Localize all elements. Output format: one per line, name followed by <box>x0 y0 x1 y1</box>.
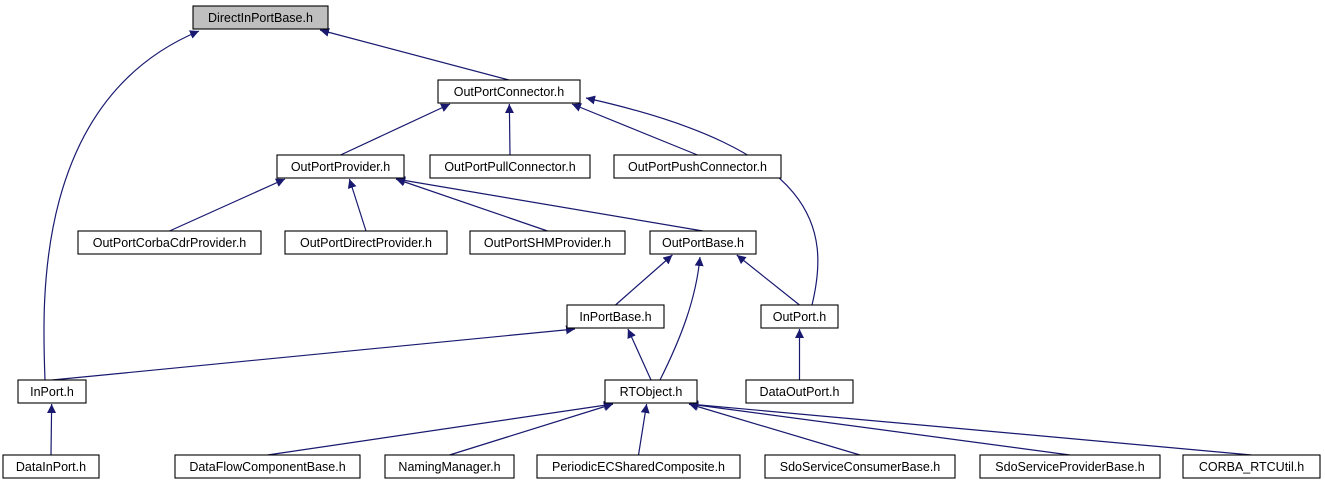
edge-in-port-base-to-out-port-base <box>615 254 673 306</box>
node-sdo-service-provider-base[interactable]: SdoServiceProviderBase.h <box>979 454 1161 479</box>
node-label: InPortBase.h <box>579 310 651 324</box>
edge-out-port-direct-provider-to-out-port-provider <box>347 178 367 232</box>
node-label: DataFlowComponentBase.h <box>189 460 345 474</box>
edge-out-port-base-to-out-port-provider <box>395 176 704 232</box>
node-box <box>1182 454 1321 479</box>
node-out-port-base[interactable]: OutPortBase.h <box>649 230 757 255</box>
edge-in-port-to-in-port-base <box>51 325 576 381</box>
edge-out-port-provider-to-out-port-connector <box>340 103 451 156</box>
node-label: PeriodicECSharedComposite.h <box>552 460 725 474</box>
edge-rt-object-to-in-port-base <box>627 328 652 381</box>
node-label: SdoServiceConsumerBase.h <box>780 460 941 474</box>
edge-out-port-push-connector-to-out-port-connector <box>571 103 698 156</box>
node-box <box>745 379 854 404</box>
node-naming-manager[interactable]: NamingManager.h <box>384 454 515 479</box>
node-rt-object[interactable]: RTObject.h <box>604 379 698 404</box>
node-label: OutPortBase.h <box>662 236 744 250</box>
node-out-port-pull-connector[interactable]: OutPortPullConnector.h <box>429 154 591 179</box>
edge-in-port-to-direct-in-port-base <box>43 30 200 381</box>
node-box <box>604 379 698 404</box>
node-box <box>469 230 626 255</box>
node-box <box>192 5 329 30</box>
edge-rt-object-to-out-port-base <box>659 256 704 381</box>
node-box <box>437 79 581 104</box>
edges-layer <box>43 27 1252 456</box>
edge-out-port-to-out-port-base <box>736 254 800 306</box>
node-box <box>760 304 839 329</box>
node-out-port-provider[interactable]: OutPortProvider.h <box>276 154 405 179</box>
node-sdo-service-consumer-base[interactable]: SdoServiceConsumerBase.h <box>764 454 956 479</box>
edge-corba-rtc-util-to-rt-object <box>688 400 1252 456</box>
node-label: InPort.h <box>30 385 74 399</box>
node-box <box>566 304 665 329</box>
node-box <box>536 454 741 479</box>
edge-sdo-service-provider-base-to-rt-object <box>688 400 1071 456</box>
node-out-port-push-connector[interactable]: OutPortPushConnector.h <box>613 154 782 179</box>
node-label: CORBA_RTCUtil.h <box>1199 460 1304 474</box>
node-label: DataOutPort.h <box>760 385 840 399</box>
node-box <box>276 154 405 179</box>
node-label: OutPortCorbaCdrProvider.h <box>93 236 247 250</box>
node-data-out-port[interactable]: DataOutPort.h <box>745 379 854 404</box>
node-box <box>17 379 87 404</box>
edge-data-in-port-to-in-port <box>47 403 57 456</box>
edge-out-port-connector-to-direct-in-port-base <box>319 27 510 81</box>
node-out-port-shm-provider[interactable]: OutPortSHMProvider.h <box>469 230 626 255</box>
node-box <box>613 154 782 179</box>
node-data-in-port[interactable]: DataInPort.h <box>2 454 100 479</box>
node-label: OutPortSHMProvider.h <box>484 236 611 250</box>
node-out-port-corba-cdr-provider[interactable]: OutPortCorbaCdrProvider.h <box>77 230 262 255</box>
edge-periodic-ec-shared-composite-to-rt-object <box>637 403 650 456</box>
edge-out-port-to-out-port-connector <box>585 95 819 306</box>
edge-naming-manager-to-rt-object <box>449 402 614 456</box>
node-corba-rtc-util[interactable]: CORBA_RTCUtil.h <box>1182 454 1321 479</box>
node-out-port[interactable]: OutPort.h <box>760 304 839 329</box>
node-out-port-direct-provider[interactable]: OutPortDirectProvider.h <box>284 230 448 255</box>
node-label: OutPortConnector.h <box>454 85 565 99</box>
edge-data-flow-component-base-to-rt-object <box>267 400 614 456</box>
node-label: OutPortPullConnector.h <box>444 160 575 174</box>
edge-out-port-shm-provider-to-out-port-provider <box>395 177 548 232</box>
node-label: NamingManager.h <box>398 460 500 474</box>
node-label: RTObject.h <box>620 385 683 399</box>
edge-out-port-pull-connector-to-out-port-connector <box>504 103 514 156</box>
node-box <box>979 454 1161 479</box>
node-box <box>77 230 262 255</box>
node-box <box>284 230 448 255</box>
edge-out-port-corba-cdr-provider-to-out-port-provider <box>169 178 286 232</box>
node-label: DataInPort.h <box>16 460 86 474</box>
node-in-port-base[interactable]: InPortBase.h <box>566 304 665 329</box>
node-box <box>384 454 515 479</box>
node-in-port[interactable]: InPort.h <box>17 379 87 404</box>
node-label: DirectInPortBase.h <box>208 11 313 25</box>
node-box <box>429 154 591 179</box>
node-periodic-ec-shared-composite[interactable]: PeriodicECSharedComposite.h <box>536 454 741 479</box>
node-box <box>764 454 956 479</box>
edge-sdo-service-consumer-base-to-rt-object <box>688 402 861 456</box>
node-label: SdoServiceProviderBase.h <box>995 460 1144 474</box>
node-label: OutPortPushConnector.h <box>628 160 767 174</box>
node-label: OutPortDirectProvider.h <box>300 236 432 250</box>
node-direct-in-port-base[interactable]: DirectInPortBase.h <box>192 5 329 30</box>
node-label: OutPortProvider.h <box>291 160 390 174</box>
node-data-flow-component-base[interactable]: DataFlowComponentBase.h <box>174 454 361 479</box>
node-label: OutPort.h <box>773 310 827 324</box>
node-out-port-connector[interactable]: OutPortConnector.h <box>437 79 581 104</box>
nodes-layer: DirectInPortBase.hOutPortConnector.hOutP… <box>2 5 1321 479</box>
node-box <box>2 454 100 479</box>
node-box <box>174 454 361 479</box>
node-box <box>649 230 757 255</box>
